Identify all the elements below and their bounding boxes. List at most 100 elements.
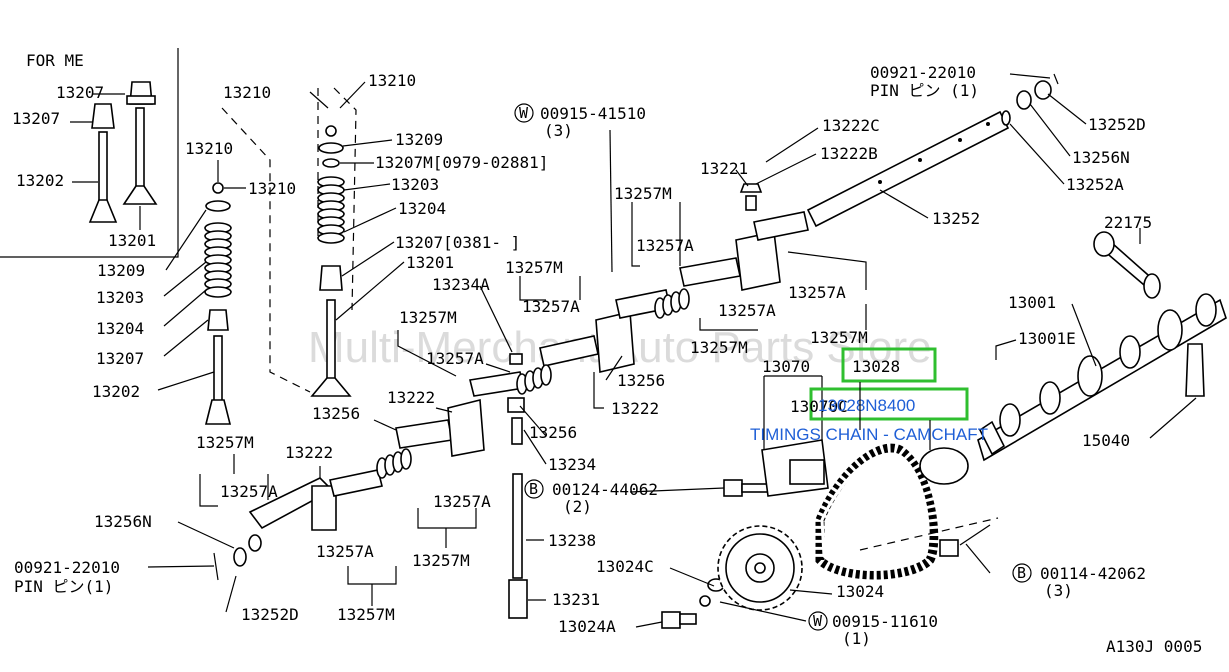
bolt-head-shape	[939, 539, 959, 557]
cam-lobe-shape	[999, 403, 1021, 437]
thrust-plate-shape	[919, 447, 969, 485]
label-13201: 13201	[406, 253, 454, 272]
label-00915-qty: (1)	[842, 629, 871, 648]
circle-w-shape	[808, 611, 828, 631]
leader	[341, 241, 395, 277]
sprocket-bore-shape	[754, 562, 766, 574]
leader	[335, 261, 405, 321]
inset-border	[0, 48, 179, 258]
seal-shape	[207, 309, 229, 331]
leader	[342, 139, 393, 147]
label-13257m: 13257M	[614, 184, 672, 203]
valve-seal-shape-left	[91, 103, 115, 129]
nut-shape	[509, 353, 523, 365]
cam-journal-shape	[1077, 355, 1103, 397]
valve-head-shape	[122, 185, 158, 205]
label-13210: 13210	[223, 83, 271, 102]
valve-head	[310, 377, 352, 397]
label-00124-qty: (2)	[563, 497, 592, 516]
label-13207: 13207	[96, 349, 144, 368]
spring-shape	[204, 222, 232, 298]
shaft-spring-shape	[376, 448, 412, 479]
circle-b-letter: B	[1017, 564, 1026, 582]
collar-shape	[248, 534, 262, 552]
seal-shape	[319, 265, 343, 291]
label-13210: 13210	[368, 71, 416, 90]
cam-lobe-shape	[1195, 293, 1217, 327]
label-13001: 13001	[1008, 293, 1056, 312]
adjust-screw-shape	[511, 417, 523, 445]
inset-for-me: FOR ME 13207 13207 13202 13201	[0, 48, 179, 258]
label-13257m: 13257M	[399, 308, 457, 327]
label-00915-qty: (3)	[544, 121, 573, 140]
inset-label-13207-left: 13207	[12, 109, 60, 128]
label-13257m: 13257M	[412, 551, 470, 570]
bolt-shank-shape	[959, 524, 991, 546]
label-13203: 13203	[391, 175, 439, 194]
label-13257m: 13257M	[505, 258, 563, 277]
label-13028n8400: 13028N8400	[818, 396, 915, 415]
label-13257a: 13257A	[718, 301, 776, 320]
pushrod-shape	[512, 473, 523, 579]
leader	[343, 207, 397, 233]
label-13256: 13256	[529, 423, 577, 442]
highlight-13028[interactable]	[841, 347, 937, 383]
circle-w-shape	[514, 103, 534, 123]
label-13207-range: 13207[0381- ]	[395, 233, 520, 252]
label-13231: 13231	[552, 590, 600, 609]
label-13257m: 13257M	[810, 328, 868, 347]
label-13209: 13209	[395, 130, 443, 149]
camshaft	[977, 231, 1227, 462]
chain-inner	[820, 452, 930, 571]
label-13202: 13202	[92, 382, 140, 401]
label-13222c: 13222C	[822, 116, 880, 135]
highlight-13028n8400[interactable]	[809, 387, 969, 421]
label-13257a: 13257A	[316, 542, 374, 561]
nut-shape	[739, 183, 763, 193]
dash-guide	[221, 107, 311, 393]
gear-head-shape	[1093, 231, 1115, 257]
circle-b-shape	[524, 479, 544, 499]
pin-shape	[1053, 73, 1059, 85]
valve-stem-shape	[135, 107, 145, 189]
rocker-arm-shape	[329, 469, 383, 497]
valve-stack-left	[157, 107, 311, 425]
label-13257a: 13257A	[433, 492, 491, 511]
label-00921: 00921-22010	[14, 558, 120, 577]
label-00114: 00114-42062	[1040, 564, 1146, 583]
plug-shape	[978, 420, 1006, 456]
label-pin: PIN ピン(1)	[14, 577, 113, 596]
label-00915: 00915-41510	[540, 104, 646, 123]
leader	[339, 81, 366, 109]
label-13257m: 13257M	[690, 338, 748, 357]
label-pin: PIN ピン (1)	[870, 81, 979, 100]
cam-sprocket	[717, 525, 803, 611]
label-13210: 13210	[185, 139, 233, 158]
locknut-shape	[507, 397, 525, 413]
leader-lines	[147, 73, 1197, 628]
rocker-block-shape	[447, 398, 485, 457]
label-13024a: 13024A	[558, 617, 616, 636]
label-00921: 00921-22010	[870, 63, 976, 82]
valve-head-shape-left	[88, 199, 118, 223]
collar-shape	[1001, 110, 1011, 126]
label-13256n: 13256N	[1072, 148, 1130, 167]
cam-journal-shape	[1157, 309, 1183, 351]
inset-label-13201: 13201	[108, 231, 156, 250]
label-00114-qty: (3)	[1044, 581, 1073, 600]
inset-title: FOR ME	[26, 51, 84, 70]
seat-shape	[322, 158, 340, 168]
shaft-spring-shape	[516, 364, 552, 395]
washer-shape	[1034, 80, 1052, 100]
adjuster-shape	[745, 195, 757, 211]
inset-label-13202: 13202	[16, 171, 64, 190]
label-13257a: 13257A	[636, 236, 694, 255]
label-13207m: 13207M[0979-02881]	[375, 153, 548, 172]
label-13204: 13204	[96, 319, 144, 338]
circled-markers: B B W W	[514, 103, 1032, 631]
rocker-shaft	[739, 73, 1059, 228]
leader	[343, 183, 391, 191]
label-13070c: 13070C	[790, 397, 848, 416]
label-13234a: 13234A	[432, 275, 490, 294]
label-13256: 13256	[617, 371, 665, 390]
